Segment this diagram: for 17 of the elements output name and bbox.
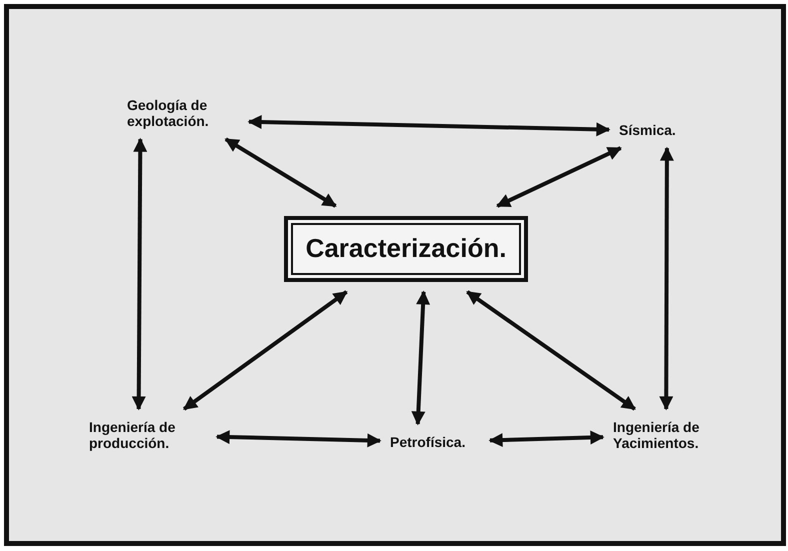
double-arrow [132,138,148,410]
central-box [284,216,528,282]
double-arrow [466,290,636,411]
double-arrow [411,290,430,426]
double-arrow [488,430,604,448]
node-label: Ingeniería de Yacimientos. [613,419,700,452]
double-arrow [496,146,622,208]
node-label: Petrofísica. [390,434,466,450]
node-label: Ingeniería de producción. [89,419,176,452]
double-arrow [248,115,610,136]
double-arrow [659,146,674,410]
node-label: Sísmica. [619,122,677,138]
node-label: Caracterización. [304,234,508,264]
double-arrow [224,137,337,208]
double-arrow [183,290,348,411]
double-arrow [216,430,382,448]
node-label: Geología de explotación. [127,97,210,130]
